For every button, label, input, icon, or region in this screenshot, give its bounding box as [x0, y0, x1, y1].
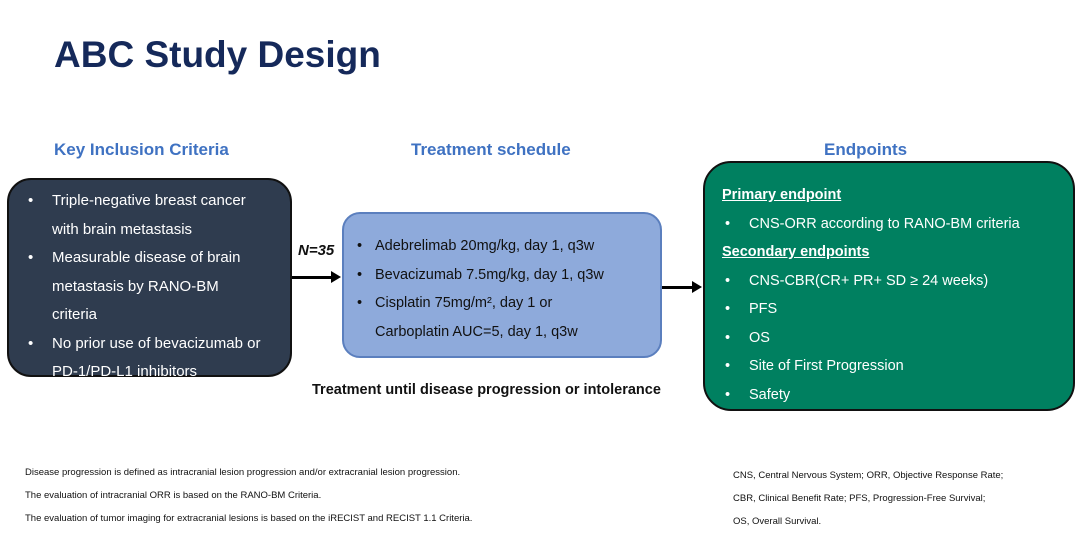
- inclusion-item: Triple-negative breast cancer: [9, 187, 290, 216]
- inclusion-item: No prior use of bevacizumab or: [9, 330, 290, 359]
- abbreviation-note: OS, Overall Survival.: [733, 516, 822, 527]
- treatment-heading: Treatment schedule: [411, 140, 571, 159]
- page-title: ABC Study Design: [54, 34, 381, 75]
- enrollment-label: N=35: [298, 242, 335, 259]
- inclusion-heading: Key Inclusion Criteria: [54, 140, 229, 159]
- treatment-item: Adebrelimab 20mg/kg, day 1, q3w: [344, 232, 660, 261]
- footnotes-left: Disease progression is defined as intrac…: [25, 461, 472, 530]
- footnote: The evaluation of tumor imaging for extr…: [25, 513, 473, 524]
- treatment-schedule-box: Adebrelimab 20mg/kg, day 1, q3w Bevacizu…: [342, 212, 662, 358]
- secondary-endpoint-item: PFS: [722, 295, 1073, 324]
- arrow-to-endpoints: [662, 281, 702, 293]
- primary-endpoint-label: Primary endpoint: [722, 187, 842, 203]
- secondary-endpoint-item: Safety: [722, 381, 1073, 410]
- treatment-item-continued: Carboplatin AUC=5, day 1, q3w: [375, 323, 578, 340]
- inclusion-item-continued: metastasis by RANO-BM: [52, 277, 219, 295]
- secondary-endpoint-item: Site of First Progression: [722, 352, 1073, 381]
- treatment-item: Bevacizumab 7.5mg/kg, day 1, q3w: [344, 261, 660, 290]
- secondary-endpoints-label: Secondary endpoints: [722, 244, 870, 260]
- footnote: Disease progression is defined as intrac…: [25, 467, 461, 478]
- secondary-endpoint-item: OS: [722, 324, 1073, 353]
- treatment-duration-note: Treatment until disease progression or i…: [312, 382, 661, 398]
- inclusion-item-continued: criteria: [52, 306, 98, 323]
- abbreviation-note: CBR, Clinical Benefit Rate; PFS, Progres…: [733, 493, 986, 504]
- abbreviation-note: CNS, Central Nervous System; ORR, Object…: [733, 470, 1004, 481]
- primary-endpoint-item: CNS-ORR according to RANO-BM criteria: [722, 210, 1073, 239]
- inclusion-item-continued: with brain metastasis: [52, 220, 193, 238]
- inclusion-criteria-box: Triple-negative breast cancer with brain…: [7, 178, 292, 380]
- inclusion-item-continued: PD-1/PD-L1 inhibitors: [52, 363, 198, 380]
- footnotes-abbreviations: CNS, Central Nervous System; ORR, Object…: [733, 464, 1003, 533]
- primary-endpoint-list: CNS-ORR according to RANO-BM criteria: [722, 210, 1073, 239]
- inclusion-list: Triple-negative breast cancer with brain…: [9, 180, 290, 387]
- endpoints-box: Primary endpoint CNS-ORR according to RA…: [703, 161, 1075, 411]
- treatment-item: Cisplatin 75mg/m², day 1 or: [344, 289, 660, 318]
- arrow-to-treatment: [292, 271, 341, 283]
- endpoints-heading: Endpoints: [824, 140, 908, 159]
- inclusion-item: Measurable disease of brain: [9, 244, 290, 273]
- treatment-list: Adebrelimab 20mg/kg, day 1, q3w Bevacizu…: [344, 214, 660, 346]
- footnote: The evaluation of intracranial ORR is ba…: [25, 490, 322, 501]
- secondary-endpoint-item: CNS-CBR(CR+ PR+ SD ≥ 24 weeks): [722, 267, 1073, 296]
- secondary-endpoint-list: CNS-CBR(CR+ PR+ SD ≥ 24 weeks) PFS OS Si…: [722, 267, 1073, 410]
